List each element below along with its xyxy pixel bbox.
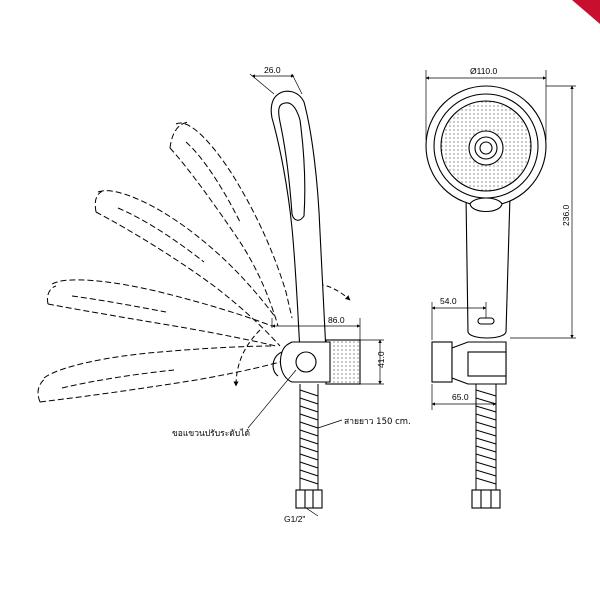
callout-bracket: ขอแขวนปรับระดับได้ [172, 428, 250, 439]
side-head-inner [278, 102, 306, 221]
front-handle [465, 195, 511, 339]
ghost-grip-4 [61, 369, 175, 389]
bracket-hook [272, 351, 283, 377]
ghost-handset-4 [37, 345, 281, 403]
front-badge [477, 317, 495, 325]
swing-ghost-positions [37, 121, 293, 403]
front-bracket [431, 341, 507, 385]
dim-bracket-base: 65.0 [452, 392, 469, 402]
ghost-handset-3 [47, 279, 277, 347]
ghost-handset-1 [169, 121, 293, 327]
side-bracket [272, 339, 361, 385]
rotate-down-arrow [233, 329, 261, 387]
bracket-plate [325, 339, 361, 385]
dim-total-length: 236.0 [561, 204, 571, 226]
side-dimension-lines [247, 73, 384, 517]
front-dimension-lines [425, 70, 576, 410]
side-hose-nut [295, 489, 323, 509]
dim-head-width: 26.0 [264, 65, 281, 75]
face-selector-lip [469, 197, 503, 213]
ghost-grip-2 [117, 207, 205, 263]
bracket-pivot [295, 351, 317, 373]
side-handset [270, 90, 327, 353]
callout-thread: G1/2" [284, 514, 305, 524]
front-hose [475, 384, 497, 490]
ghost-grip-1 [185, 141, 241, 223]
dim-bracket-width: 86.0 [328, 315, 345, 325]
front-hose-nut [471, 489, 501, 509]
dim-bracket-offset: 54.0 [440, 296, 457, 306]
ghost-handset-2 [94, 189, 281, 347]
front-handset [425, 85, 547, 339]
dim-face-diameter: Ø110.0 [470, 66, 498, 76]
ghost-grip-3 [71, 295, 167, 313]
corner-accent [572, 0, 600, 24]
dim-bracket-height: 41.0 [376, 351, 386, 368]
callout-hose: สายยาว 150 cm. [344, 417, 411, 427]
side-hose [299, 384, 319, 490]
